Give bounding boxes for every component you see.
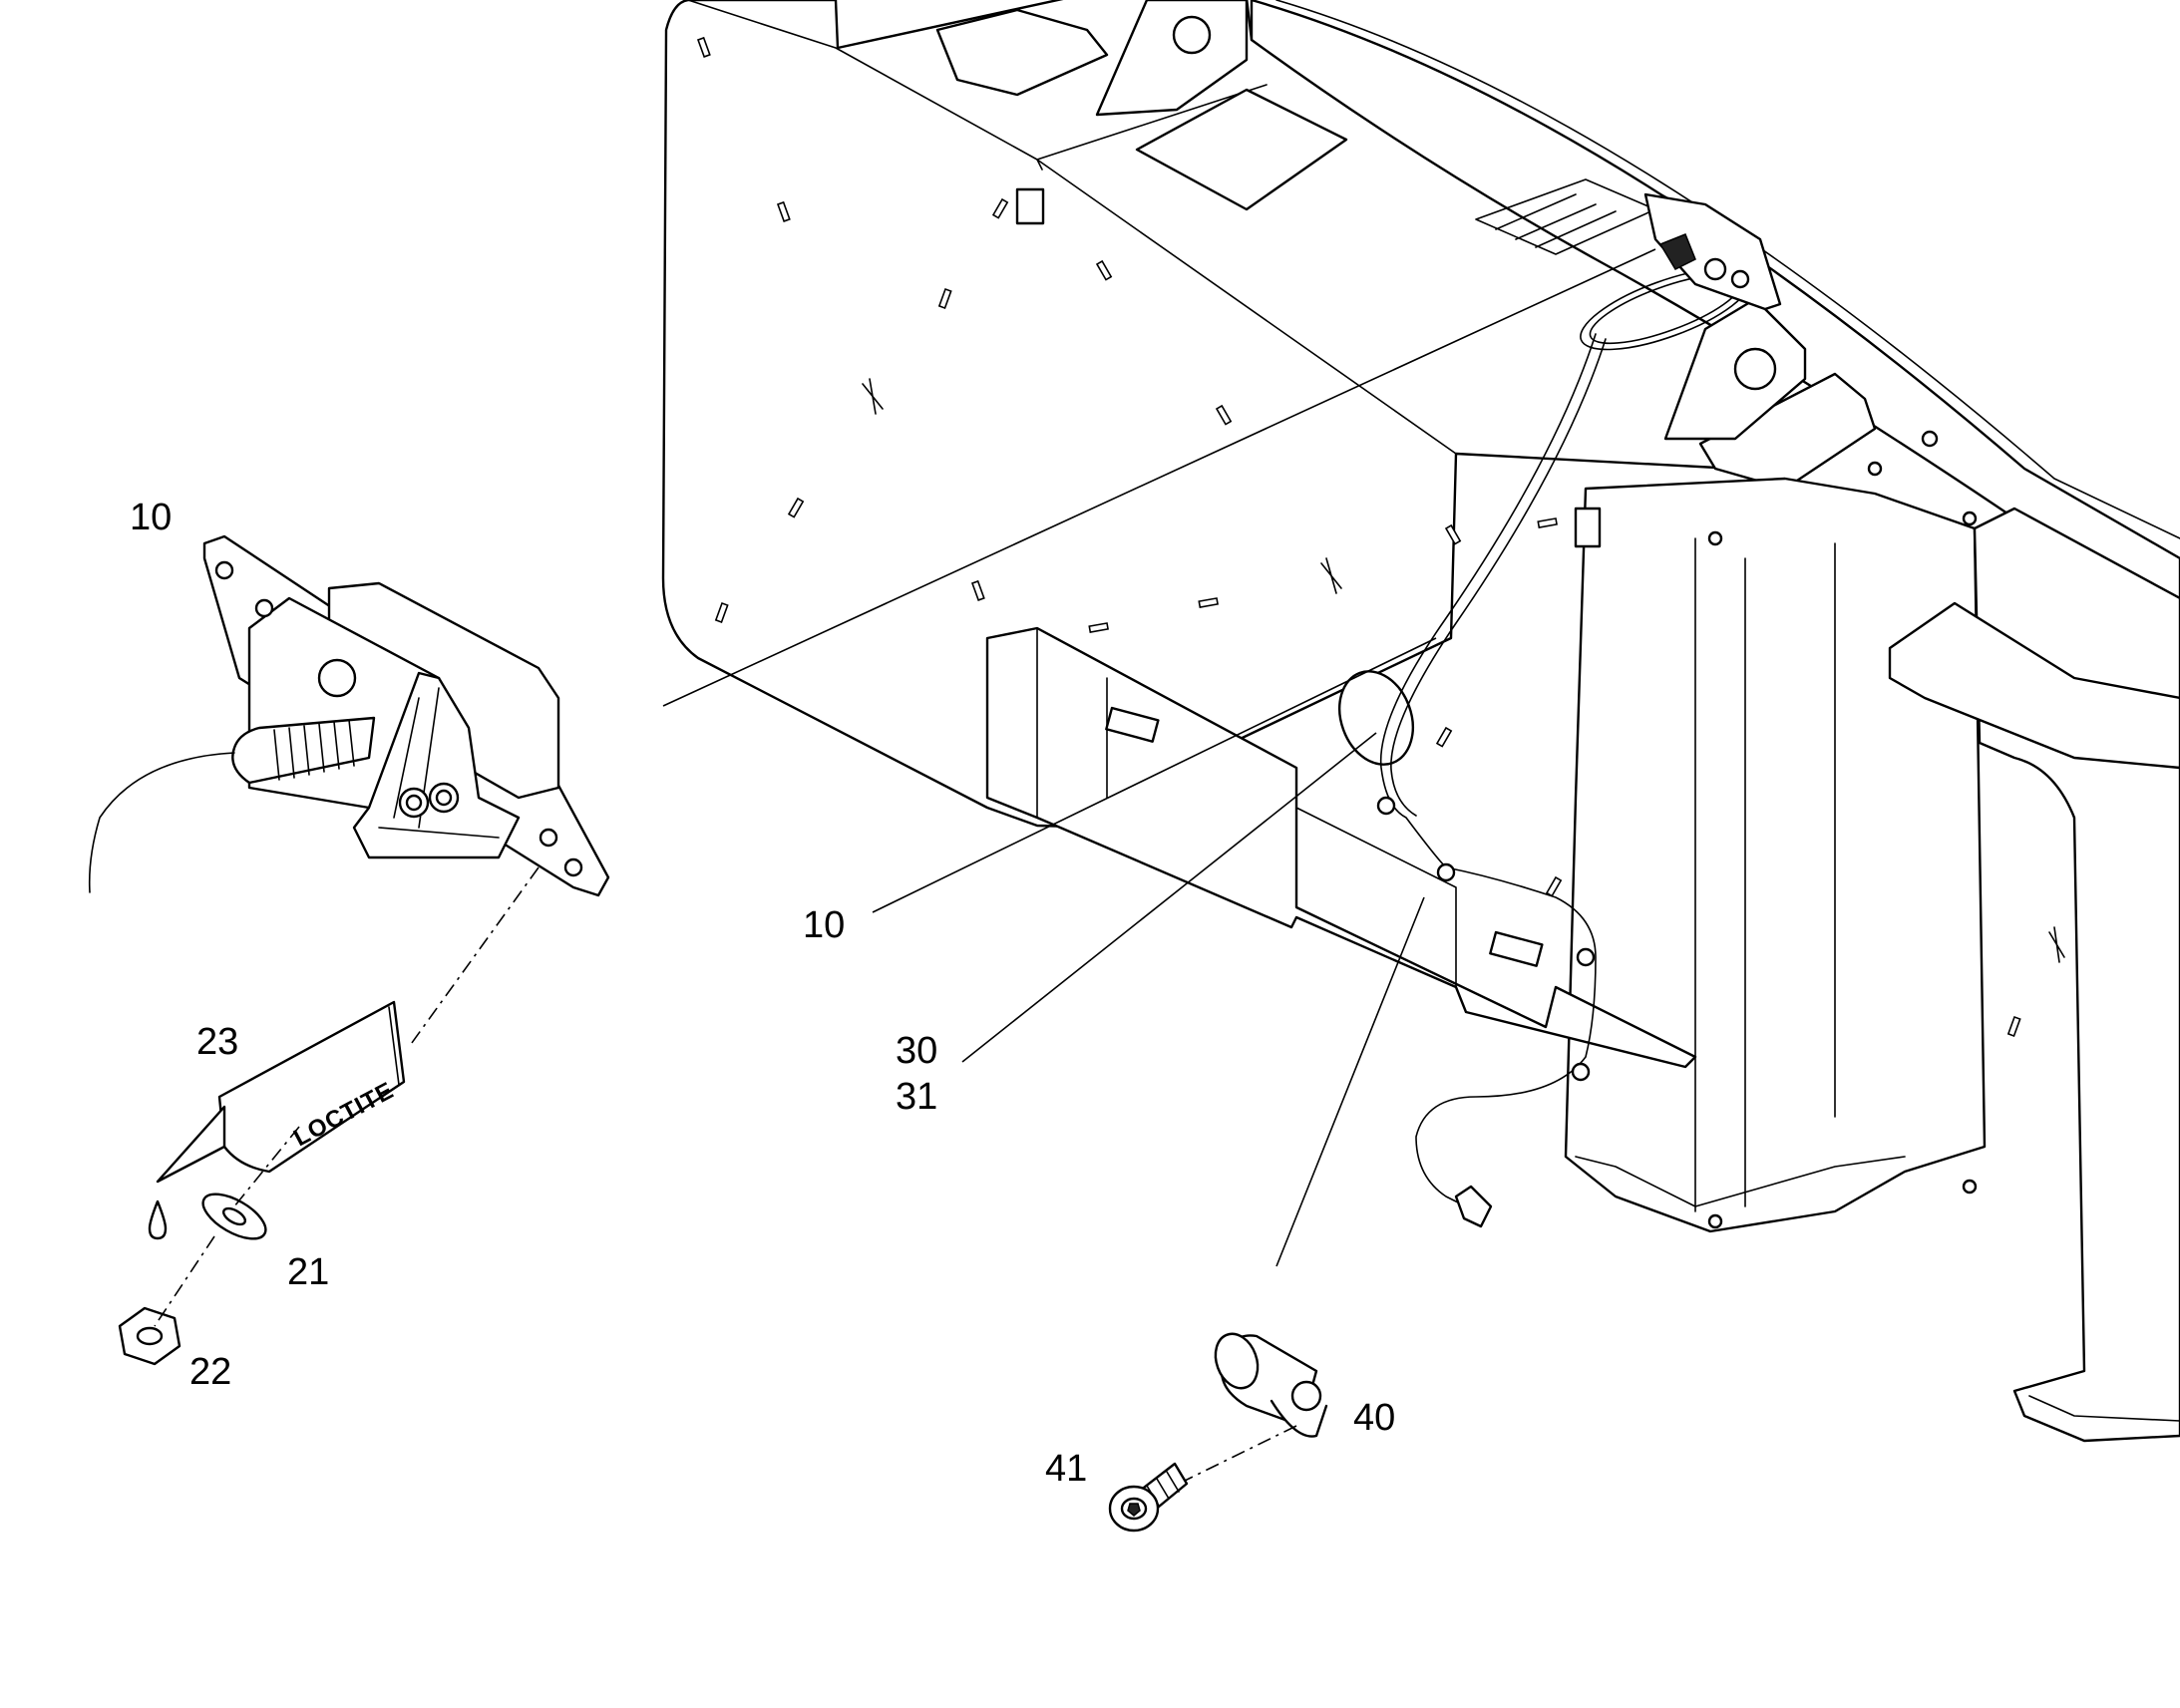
callout-30: 30 [896,1030,937,1072]
part-10-socket-assembly [88,534,610,897]
right-tower-edge-2 [1575,1156,1906,1207]
callout-41: 41 [1045,1448,1087,1490]
part-21-washer [201,1193,267,1240]
chassis-bolts [1707,430,1978,1229]
assembly-lines [154,866,1297,1482]
part-40-cable-clamp [1214,1332,1328,1438]
socket-mount-detail [1658,233,1696,270]
leader-lines [662,248,1656,1267]
leader-40 [1275,896,1425,1267]
panel-x-mark-2 [1320,557,1342,594]
harness-cable-b [1390,338,1607,817]
right-wing-plate [1888,601,2180,770]
wiring-harness [1376,192,1782,1228]
part-23-loctite-tube: LOCTITE [148,1000,406,1240]
top-pad-1 [935,8,1109,97]
callout-labels: 10 10 23 21 22 30 31 40 41 [130,497,1395,1490]
callout-10-top: 10 [130,497,172,538]
tube-crimp [388,1001,405,1086]
callout-22: 22 [189,1351,231,1393]
tube-body [217,1000,406,1174]
lower-box-lines [1036,627,1457,988]
top-pad-2 [1135,88,1348,211]
chassis-mid-line [1036,84,1268,171]
socket-cable [88,752,235,893]
right-tower [1564,477,1987,1233]
callout-10-plate: 10 [803,904,845,946]
callout-21: 21 [287,1251,329,1293]
lower-box [985,626,1697,1069]
part-22-nut [118,1306,182,1366]
lifting-lug-2-hole [1733,347,1777,391]
top-pad-3 [1698,372,1877,491]
panel-slots [696,36,2021,1037]
part-41-bolt [1108,1462,1189,1533]
panel-x-mark-3 [2048,926,2065,963]
leader-10-plate [872,637,1437,913]
callout-23: 23 [196,1021,238,1063]
chassis-frame [661,0,2180,1443]
socket-port-upper [317,658,357,698]
chassis-top-edge [687,0,1457,455]
chassis-top-rail-inner [1275,0,2180,539]
panel-x-mark-1 [862,378,884,415]
leader-10-socket [662,248,1656,707]
callout-40: 40 [1353,1397,1395,1439]
glue-drop [148,1199,168,1240]
right-tower-edge-1 [1694,537,1836,1212]
callout-31: 31 [896,1076,937,1118]
tube-nozzle [156,1105,226,1184]
socket-plug-barrel [231,716,376,785]
lifting-lug-1-hole [1172,15,1212,55]
harness-end-connector [1454,1185,1493,1228]
right-wing-foot [2028,1395,2180,1422]
leader-30-31 [961,732,1377,1063]
socket-plug-ribs [273,719,355,781]
harness-cable [1379,333,1597,1212]
